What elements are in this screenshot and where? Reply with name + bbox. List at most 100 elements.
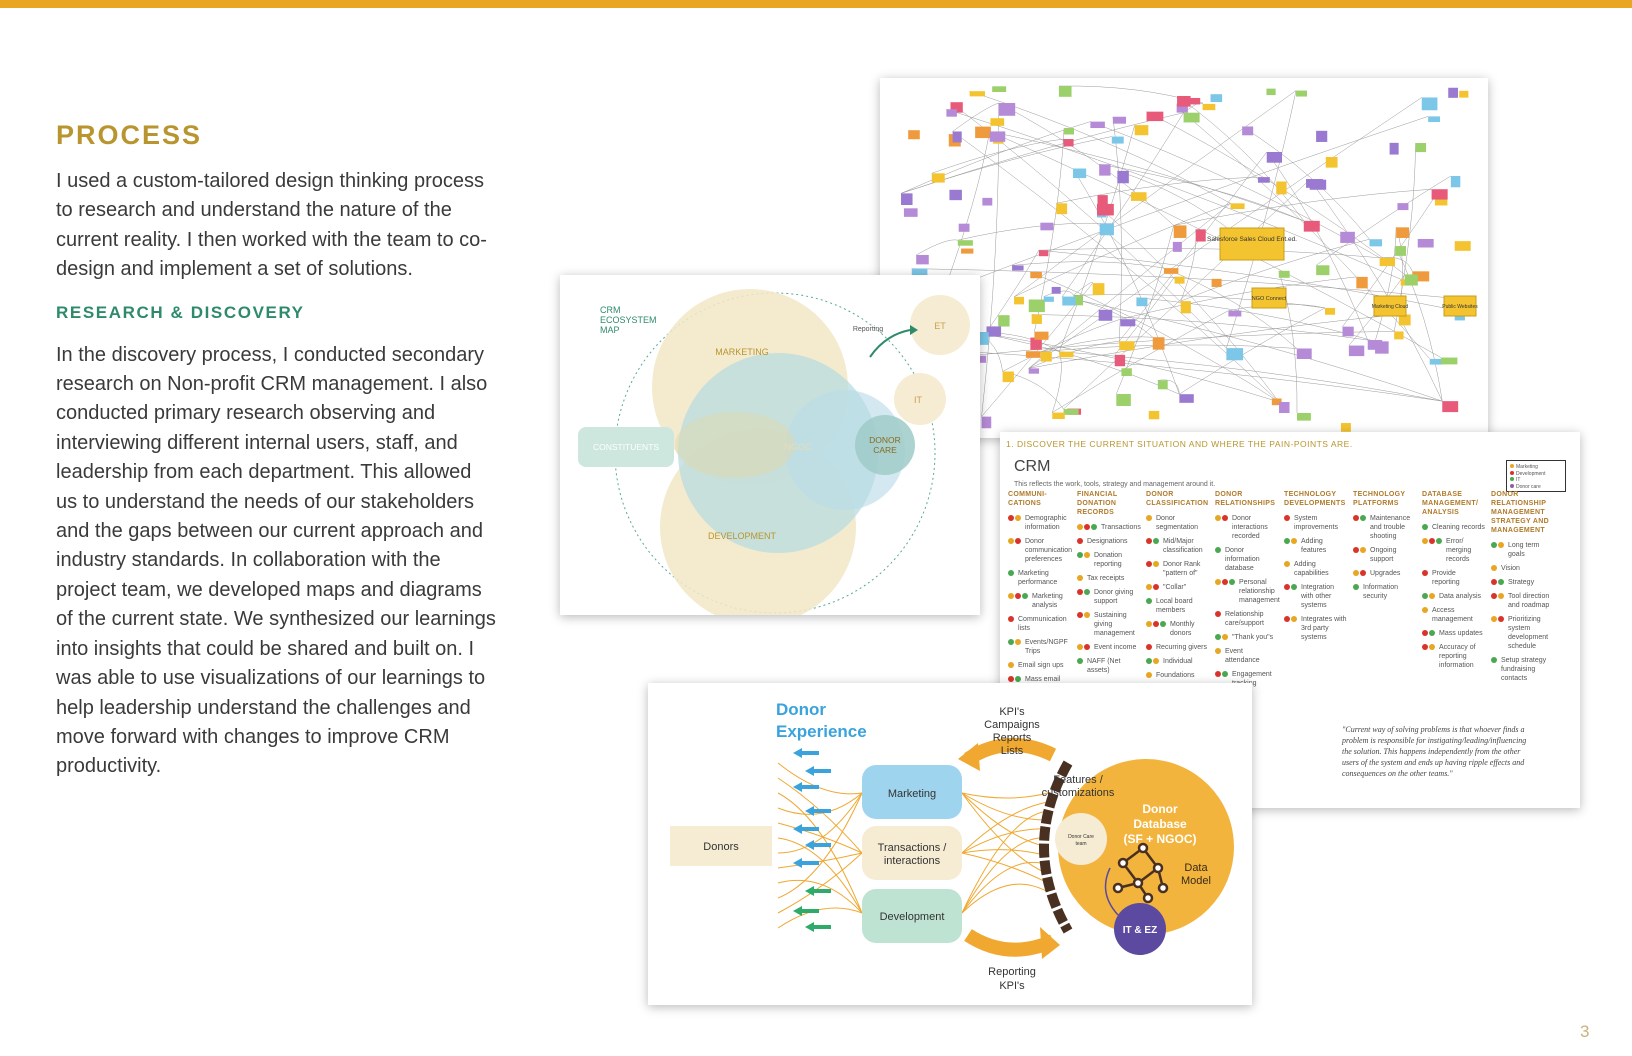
stakeholder-dot: [1360, 515, 1366, 521]
sticky-note: [1031, 314, 1042, 324]
crm-quote: "Current way of solving problems is that…: [1342, 725, 1527, 778]
flow-line: [777, 837, 863, 914]
crm-item: Foundations: [1146, 671, 1209, 680]
sticky-note: [989, 131, 1006, 142]
crm-item-label: Prioritizing system development schedule: [1508, 616, 1549, 650]
stakeholder-dot: [1084, 612, 1090, 618]
sticky-note: [1179, 394, 1194, 403]
sticky-note: [1442, 401, 1459, 413]
stakeholder-dot: [1008, 639, 1014, 645]
salesforce-label: Salesforce Sales Cloud Ent.ed.: [1207, 236, 1297, 243]
sticky-note: [1183, 112, 1200, 123]
connector-line: [1052, 351, 1062, 413]
flow-line: [777, 777, 863, 854]
ngo-connect-node: NGO Connect: [1251, 287, 1287, 309]
sticky-note: [1043, 296, 1054, 302]
stakeholder-dots: [1077, 612, 1091, 618]
sticky-note: [969, 91, 985, 97]
stakeholder-dots: [1008, 515, 1022, 521]
crm-item-label: Information security: [1363, 584, 1399, 600]
connector-line: [1028, 314, 1399, 369]
stakeholder-dot: [1153, 584, 1159, 590]
sticky-note: [1316, 265, 1330, 276]
stakeholder-dots: [1491, 616, 1505, 622]
it-circle: [894, 373, 946, 425]
crm-item-label: Monthly donors: [1170, 621, 1195, 637]
reporting-label-2: KPI's: [999, 980, 1025, 992]
sticky-note: [1450, 175, 1461, 188]
stakeholder-dot: [1077, 589, 1083, 595]
flow-arrow: [805, 806, 831, 816]
connector-line: [1180, 229, 1197, 302]
connector-line: [1062, 112, 1184, 297]
stakeholder-dot: [1222, 515, 1228, 521]
stakeholder-dots: [1422, 630, 1436, 636]
stakeholder-dot: [1146, 658, 1152, 664]
connector-line: [1379, 256, 1413, 272]
graph-node: [1152, 862, 1164, 874]
stakeholder-dot: [1422, 538, 1428, 544]
crm-item: "Collar": [1146, 583, 1209, 592]
transactions-label-1: Transactions /: [878, 842, 948, 854]
crm-item: Donor segmentation: [1146, 514, 1209, 532]
connector-line: [1180, 239, 1370, 302]
connector-line: [952, 131, 1280, 403]
connector-line: [1030, 271, 1280, 403]
connector-line: [989, 131, 1304, 222]
connector-line: [1031, 314, 1368, 341]
sticky-note: [1038, 250, 1049, 257]
stakeholder-dot: [1491, 616, 1497, 622]
crm-item-label: System improvements: [1294, 515, 1338, 531]
sticky-note: [981, 416, 992, 429]
flow-line: [961, 837, 1049, 914]
stakeholder-dot: [1146, 584, 1152, 590]
crm-item-label: Vision: [1501, 565, 1520, 572]
sticky-note: [1415, 143, 1427, 153]
stakeholder-dot: [1015, 593, 1021, 599]
stakeholder-dot: [1353, 584, 1359, 590]
stakeholder-dots: [1215, 634, 1229, 640]
connector-line: [1028, 203, 1231, 369]
sticky-note: [1040, 351, 1052, 362]
donor-care-team-label-2: team: [1075, 841, 1086, 847]
stakeholder-dot: [1077, 524, 1083, 530]
crm-item-label: Tax receipts: [1087, 575, 1125, 582]
crm-item-label: Donor interactions recorded: [1232, 515, 1268, 540]
sticky-note: [1099, 223, 1114, 236]
sticky-note: [1034, 331, 1049, 340]
stakeholder-dots: [1008, 676, 1022, 682]
crm-column-heading: COMMUNI- CATIONS: [1008, 491, 1047, 507]
sticky-note: [1379, 257, 1396, 267]
ecosystem-map-diagram: CRM ECOSYSTEM MAP MARKETING DEVELOPMENT …: [578, 289, 970, 615]
connector-line: [1117, 170, 1237, 236]
crm-item-label: Integrates with 3rd party systems: [1301, 616, 1347, 641]
crm-item: Integration with other systems: [1284, 583, 1347, 610]
crm-item-label: Donation reporting: [1094, 552, 1123, 568]
crm-item-label: Sustaining giving management: [1094, 612, 1135, 637]
stakeholder-dots: [1008, 639, 1022, 645]
connector-line: [1374, 227, 1397, 342]
crm-item-label: Individual: [1163, 658, 1193, 665]
sticky-note: [1342, 326, 1354, 337]
stakeholder-dots: [1146, 561, 1160, 567]
flow-arrow: [805, 886, 831, 896]
sticky-note: [1242, 126, 1254, 136]
donor-experience-card: Donor Experience KPI's Campaigns Reports…: [648, 683, 1252, 1005]
sticky-note: [1059, 351, 1074, 358]
crm-item: Monthly donors: [1146, 620, 1209, 638]
crm-item: Prioritizing system development schedule: [1491, 615, 1554, 651]
donor-experience-diagram: Donor Experience KPI's Campaigns Reports…: [670, 700, 1234, 992]
section-subheading: RESEARCH & DISCOVERY: [56, 302, 305, 322]
connector-line: [981, 103, 1000, 417]
sticky-note: [1014, 296, 1025, 305]
crm-item: "Thank you"s: [1215, 633, 1278, 642]
sticky-note: [1097, 203, 1114, 216]
sticky-note: [1157, 380, 1168, 390]
stakeholder-dots: [1284, 616, 1298, 622]
crm-item-label: Data analysis: [1439, 593, 1482, 600]
connector-line: [1056, 176, 1258, 204]
sticky-note: [1099, 164, 1111, 176]
sticky-note: [1429, 358, 1443, 365]
sticky-note: [1173, 225, 1187, 238]
